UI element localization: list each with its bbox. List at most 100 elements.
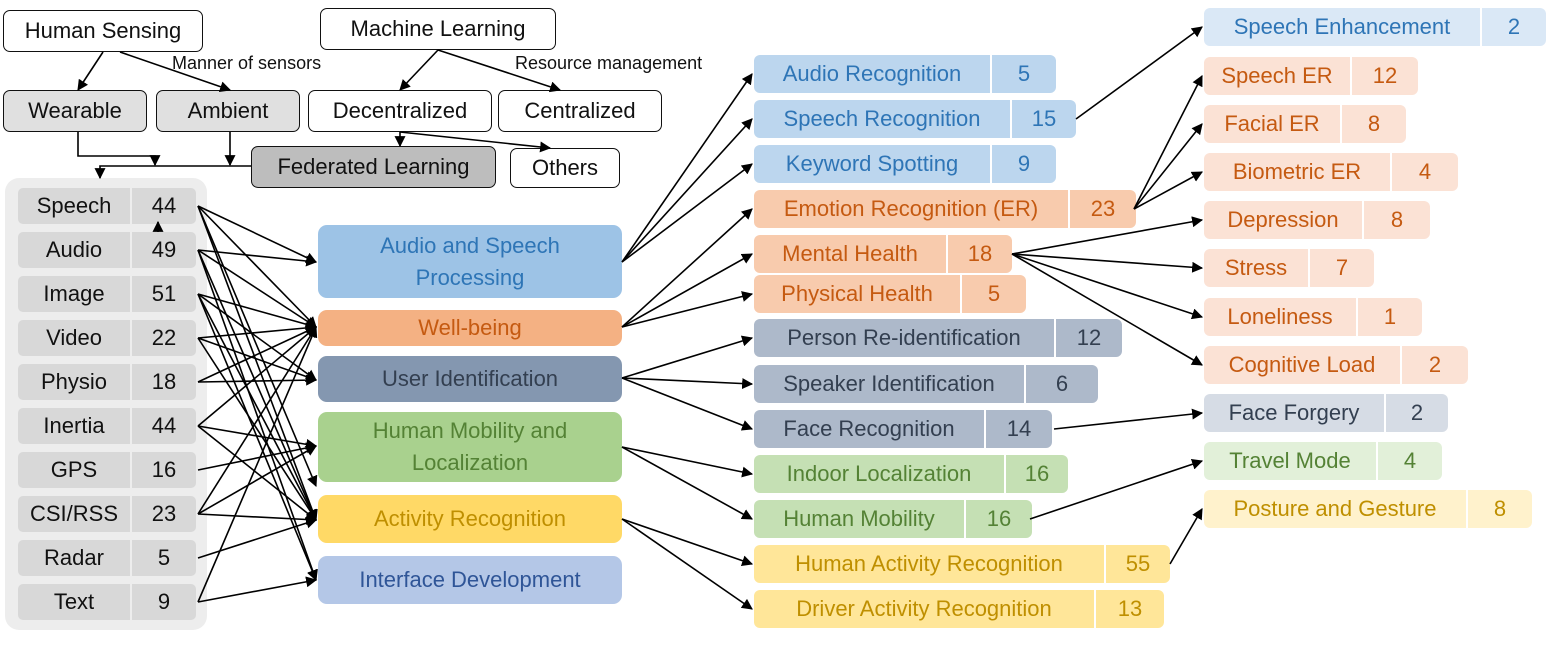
task-human-mobility-label: Human Mobility [754,500,964,538]
manner-of-sensors-label: Manner of sensors [172,53,322,73]
subtask-speech-enhancement-label: Speech Enhancement [1204,8,1480,46]
arrow-33 [197,513,318,525]
arrow-27 [197,326,317,427]
subtask-posture-and-gesture-label: Posture and Gesture [1204,490,1466,528]
arrow-44 [621,377,754,390]
modality-physio-label: Physio [18,364,130,400]
task-keyword-spotting-label: Keyword Spotting [754,145,990,183]
others-box: Others [510,148,620,188]
subtask-loneliness-label: Loneliness [1204,298,1356,336]
modality-video-label: Video [18,320,130,356]
arrow-50 [1075,26,1203,120]
modality-image-count: 51 [132,276,196,312]
arrow-26 [197,374,318,386]
subtask-biometric-er-label: Biometric ER [1204,153,1390,191]
arrow-56 [1011,253,1204,320]
category-well-being: Well-being [318,310,622,346]
subtask-depression-count: 8 [1364,201,1430,239]
arrow-53 [1133,171,1203,210]
task-physical-health-count: 5 [962,275,1026,313]
arrow-52 [1133,123,1203,210]
task-face-recognition-count: 14 [986,410,1052,448]
subtask-facial-er-count: 8 [1342,105,1406,143]
subtask-loneliness-count: 1 [1358,298,1422,336]
arrow-13 [197,205,318,522]
arrow-2 [399,49,439,91]
arrow-0 [77,51,104,91]
arrow-48 [621,518,754,566]
subtask-posture-and-gesture-count: 8 [1468,490,1532,528]
subtask-speech-er-label: Speech ER [1204,57,1350,95]
arrow-36 [197,576,318,603]
task-face-recognition-label: Face Recognition [754,410,984,448]
arrow-31 [197,326,317,515]
task-person-reidentification-label: Person Re-identification [754,319,1054,357]
modality-physio-count: 18 [132,364,196,400]
subtask-speech-er-count: 12 [1352,57,1418,95]
arrow-58 [1053,408,1204,430]
modality-image-label: Image [18,276,130,312]
subtask-cognitive-load-count: 2 [1402,346,1468,384]
task-speech-recognition-label: Speech Recognition [754,100,1010,138]
subtask-face-forgery-label: Face Forgery [1204,394,1384,432]
centralized-box: Centralized [498,90,662,132]
task-indoor-localization-count: 16 [1006,455,1068,493]
category-audio-speech-line1: Audio and Speech [380,232,560,258]
human-sensing-box: Human Sensing [3,10,203,52]
task-audio-recognition-label: Audio Recognition [754,55,990,93]
category-activity-recognition: Activity Recognition [318,495,622,543]
category-interface-development: Interface Development [318,556,622,604]
machine-learning-box: Machine Learning [320,8,556,50]
arrow-19 [197,293,317,381]
connector-7 [77,132,161,167]
modality-speech-label: Speech [18,188,130,224]
arrow-41 [621,253,753,328]
subtask-facial-er-label: Facial ER [1204,105,1340,143]
task-speaker-identification-count: 6 [1026,365,1098,403]
resource-management-label: Resource management [515,53,703,73]
task-emotion-recognition: Emotion Recognition (ER)23 [754,190,1136,228]
modality-text-label: Text [18,584,130,620]
connector-6 [94,165,251,180]
category-user-identification: User Identification [318,356,622,402]
task-emotion-recognition-label: Emotion Recognition (ER) [754,190,1068,228]
arrow-25 [197,326,317,383]
task-mental-health-count: 18 [948,235,1012,273]
modality-gps-label: GPS [18,452,130,488]
arrow-34 [197,517,318,559]
category-audio-speech-line2: Processing [415,264,525,290]
arrow-46 [621,446,754,478]
arrow-32 [197,445,317,515]
arrow-43 [621,335,754,379]
task-physical-health-label: Physical Health [754,275,960,313]
category-human-mobility-line1: Human Mobility and [372,418,568,444]
subtask-biometric-er-count: 4 [1392,153,1458,191]
arrow-21 [197,293,318,582]
subtask-cognitive-load-label: Cognitive Load [1204,346,1400,384]
arrow-20 [197,293,317,521]
